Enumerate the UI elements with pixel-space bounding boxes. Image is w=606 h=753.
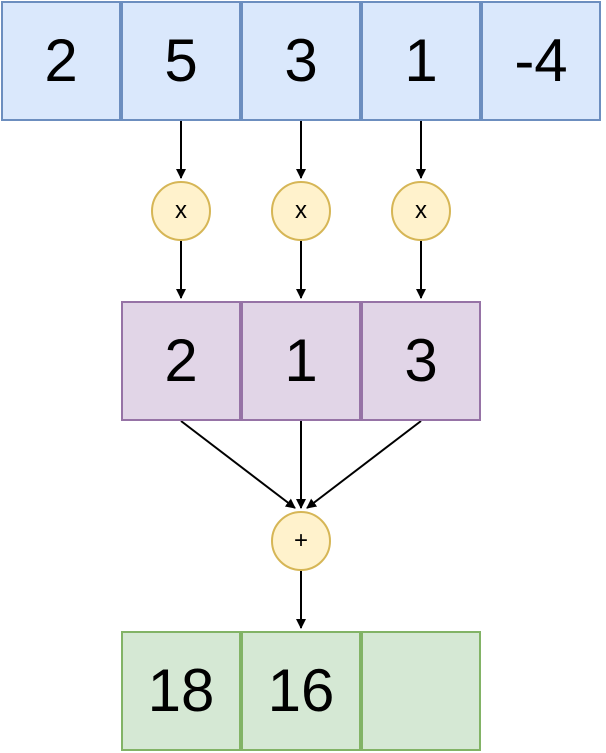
output-cell-2: 16 <box>241 631 361 751</box>
input-cell-2: 5 <box>121 1 241 121</box>
input-cell-5: -4 <box>481 1 601 121</box>
multiply-op-1: x <box>151 181 211 241</box>
multiply-op-2: x <box>271 181 331 241</box>
multiply-op-3: x <box>391 181 451 241</box>
input-cell-3: 3 <box>241 1 361 121</box>
input-cell-4: 1 <box>361 1 481 121</box>
sum-op: + <box>271 511 331 571</box>
arrow-kernel-to-sum-1 <box>180 420 296 509</box>
input-cell-1: 2 <box>1 1 121 121</box>
output-cell-1: 18 <box>121 631 241 751</box>
arrow-kernel-to-sum-3 <box>306 420 422 509</box>
output-cell-3 <box>361 631 481 751</box>
kernel-cell-1: 2 <box>121 301 241 421</box>
kernel-cell-3: 3 <box>361 301 481 421</box>
kernel-cell-2: 1 <box>241 301 361 421</box>
